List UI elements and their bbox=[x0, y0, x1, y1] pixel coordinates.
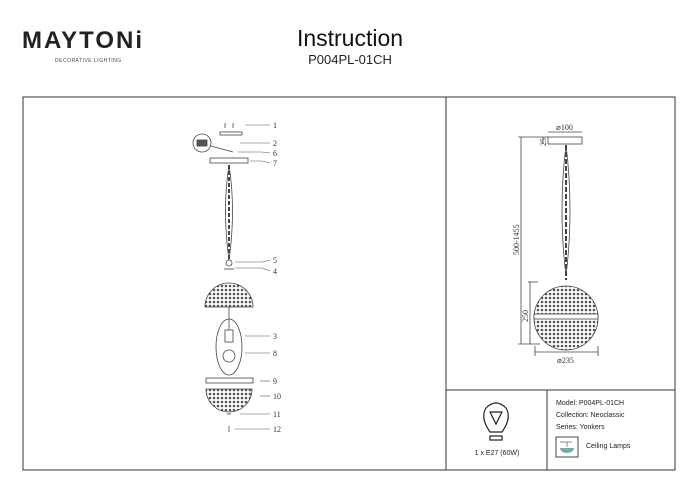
part-number: 8 bbox=[273, 349, 277, 358]
dimension-diagram bbox=[518, 131, 599, 356]
spec-category: Ceiling Lamps bbox=[586, 443, 631, 450]
dim-shade-diameter: ⌀235 bbox=[557, 356, 574, 365]
spec-collection: Collection: Neoclassic bbox=[556, 412, 625, 419]
model-code: P004PL-01CH bbox=[308, 52, 392, 67]
part-number: 3 bbox=[273, 332, 277, 341]
brand-tagline: DECORATIVE LIGHTING bbox=[55, 58, 122, 64]
exploded-diagram bbox=[192, 123, 254, 432]
dim-total-height: 500-1455 bbox=[512, 224, 521, 255]
part-numbers: 1 2 6 7 5 4 3 8 9 10 11 12 bbox=[273, 121, 281, 434]
ceiling-lamp-icon bbox=[555, 436, 579, 458]
dim-canopy-diameter: ⌀100 bbox=[556, 123, 573, 132]
bulb-icon bbox=[483, 402, 509, 441]
spec-series: Series: Yonkers bbox=[556, 424, 605, 431]
part-number: 10 bbox=[273, 392, 281, 401]
spec-model: Model: P004PL-01CH bbox=[556, 400, 625, 407]
frame bbox=[22, 96, 676, 471]
brand-logo: MAYTONi bbox=[22, 27, 145, 54]
part-number: 7 bbox=[273, 159, 277, 168]
part-number: 4 bbox=[273, 267, 277, 276]
part-number: 1 bbox=[273, 121, 277, 130]
part-number: 6 bbox=[273, 149, 277, 158]
part-number: 5 bbox=[273, 256, 277, 265]
part-number: 2 bbox=[273, 139, 277, 148]
dim-canopy-height: 25 bbox=[539, 138, 548, 146]
part-number: 12 bbox=[273, 425, 281, 434]
page-title: Instruction bbox=[296, 25, 404, 51]
bulb-spec: 1 x E27 (60W) bbox=[474, 450, 520, 457]
part-number: 11 bbox=[273, 410, 281, 419]
part-number: 9 bbox=[273, 377, 277, 386]
callout-lines bbox=[235, 124, 271, 430]
dim-shade-height: 250 bbox=[521, 310, 530, 322]
